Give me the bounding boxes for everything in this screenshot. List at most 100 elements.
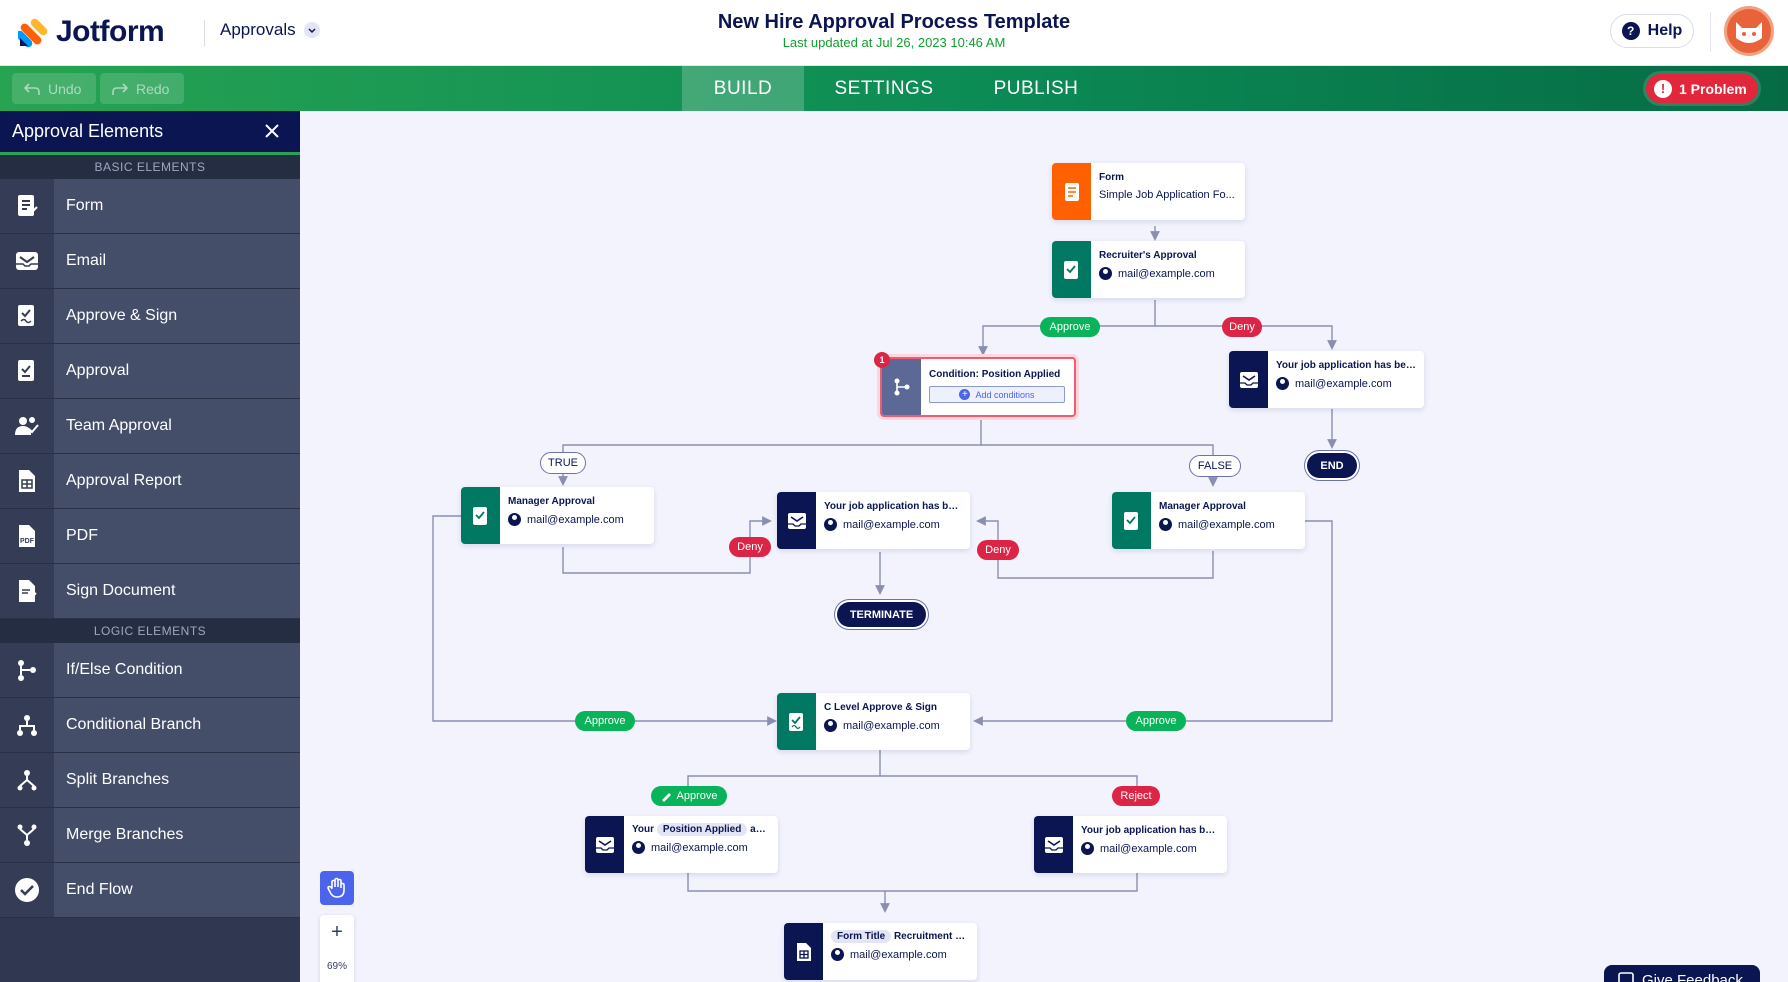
sidebar-item-label: PDF (54, 509, 300, 563)
sidebar-item-conditional-branch[interactable]: Conditional Branch (0, 698, 300, 753)
help-button[interactable]: ? Help (1610, 14, 1694, 48)
assignee: mail@example.com (632, 841, 770, 854)
sidebar-item-merge-branches[interactable]: Merge Branches (0, 808, 300, 863)
reject-label[interactable]: Reject (1112, 786, 1160, 806)
sidebar-item-form[interactable]: Form (0, 179, 300, 234)
approve-label[interactable]: Approve (575, 711, 635, 731)
node-title: Your job application has been... (824, 501, 962, 512)
assignee-email: mail@example.com (651, 841, 748, 854)
user-icon (1081, 842, 1094, 855)
condition-node[interactable]: Condition: Position Applied + Add condit… (880, 357, 1076, 417)
zoom-in-button[interactable]: + (331, 920, 343, 943)
email-icon (585, 816, 624, 873)
true-label[interactable]: TRUE (540, 452, 586, 474)
header-divider (204, 20, 205, 46)
header-divider-right (1710, 12, 1711, 52)
product-switcher[interactable]: Approvals (220, 20, 320, 40)
tab-build[interactable]: BUILD (682, 66, 804, 111)
email-icon (1229, 351, 1268, 408)
reject-email-node[interactable]: Your job application has been... mail@ex… (1034, 816, 1227, 873)
approval-report-icon (0, 454, 54, 508)
sidebar-item-label: If/Else Condition (54, 643, 300, 697)
field-chip: Form Title (831, 930, 892, 943)
form-node[interactable]: Form Simple Job Application Fo... (1052, 163, 1245, 220)
tab-publish[interactable]: PUBLISH (993, 77, 1079, 99)
tab-settings[interactable]: SETTINGS (834, 77, 934, 99)
approve-label[interactable]: Approve (1040, 317, 1100, 337)
redo-icon (112, 82, 128, 95)
node-title: Condition: Position Applied (929, 369, 1061, 380)
manager-approval-left-node[interactable]: Manager Approval mail@example.com (461, 487, 654, 544)
svg-text:PDF: PDF (20, 538, 35, 545)
sidebar-item-label: Approve & Sign (54, 289, 300, 343)
deny-email-node[interactable]: Your job application has been... mail@ex… (1229, 351, 1424, 408)
sidebar-item-email[interactable]: Email (0, 234, 300, 289)
assignee-email: mail@example.com (843, 719, 940, 732)
user-icon (824, 719, 837, 732)
jotform-logo[interactable]: Jotform (18, 12, 165, 52)
close-icon[interactable] (262, 121, 282, 141)
user-avatar[interactable] (1724, 6, 1774, 56)
node-title: Manager Approval (508, 496, 595, 507)
end-marker[interactable]: END (1307, 453, 1357, 478)
sidebar-item-sign-document[interactable]: Sign Document (0, 564, 300, 619)
error-badge: 1 (874, 352, 890, 368)
approve-email-node[interactable]: Your Position Applied app... mail@exampl… (585, 816, 778, 873)
flow-canvas[interactable]: Form Simple Job Application Fo... Recrui… (300, 111, 1788, 982)
pan-tool-button[interactable] (320, 871, 354, 905)
terminate-marker[interactable]: TERMINATE (837, 602, 926, 627)
email-icon (0, 234, 54, 288)
split-branches-icon (0, 753, 54, 807)
c-level-approve-sign-node[interactable]: C Level Approve & Sign mail@example.com (777, 693, 970, 750)
assignee-email: mail@example.com (527, 513, 624, 526)
redo-button[interactable]: Redo (100, 73, 184, 104)
approval-report-node[interactable]: Form Title Recruitment Re... mail@exampl… (784, 923, 977, 980)
approve-sign-label[interactable]: Approve (651, 786, 727, 806)
question-icon: ? (1621, 22, 1640, 40)
problem-label: 1 Problem (1679, 80, 1747, 97)
node-title: Form (1099, 172, 1124, 183)
user-icon (824, 518, 837, 531)
approve-text: Approve (676, 790, 718, 802)
sidebar-item-approval-report[interactable]: Approval Report (0, 454, 300, 509)
form-icon (0, 179, 54, 233)
assignee: mail@example.com (824, 719, 962, 732)
deny-label[interactable]: Deny (729, 537, 771, 557)
manager-approval-right-node[interactable]: Manager Approval mail@example.com (1112, 492, 1305, 549)
sidebar-item-label: Approval Report (54, 454, 300, 508)
sign-document-icon (0, 564, 54, 618)
sidebar-item-pdf[interactable]: PDF PDF (0, 509, 300, 564)
feedback-icon (1618, 972, 1634, 982)
sidebar-item-label: Conditional Branch (54, 698, 300, 752)
sidebar-item-label: Split Branches (54, 753, 300, 807)
approve-label[interactable]: Approve (1126, 711, 1186, 731)
sidebar-item-approve-sign[interactable]: Approve & Sign (0, 289, 300, 344)
problem-badge[interactable]: ! 1 Problem (1646, 74, 1758, 103)
give-feedback-button[interactable]: Give Feedback (1604, 965, 1760, 982)
deny-email-middle-node[interactable]: Your job application has been... mail@ex… (777, 492, 970, 549)
add-conditions-button[interactable]: + Add conditions (929, 386, 1065, 403)
false-label[interactable]: FALSE (1189, 455, 1241, 477)
sidebar-item-approval[interactable]: Approval (0, 344, 300, 399)
assignee-email: mail@example.com (1100, 842, 1197, 855)
chevron-down-icon (303, 22, 320, 38)
sidebar-item-split-branches[interactable]: Split Branches (0, 753, 300, 808)
undo-label: Undo (48, 80, 82, 97)
sidebar-item-end-flow[interactable]: End Flow (0, 863, 300, 918)
node-title: Form Title Recruitment Re... (831, 930, 969, 943)
assignee: mail@example.com (1159, 518, 1297, 531)
sidebar-item-if-else[interactable]: If/Else Condition (0, 643, 300, 698)
conditional-branch-icon (0, 698, 54, 752)
top-header: Jotform Approvals New Hire Approval Proc… (0, 0, 1788, 66)
approve-sign-icon (777, 693, 816, 750)
node-title: C Level Approve & Sign (824, 702, 937, 713)
help-label: Help (1647, 22, 1683, 39)
undo-button[interactable]: Undo (12, 73, 96, 104)
approval-icon (1052, 241, 1091, 298)
recruiter-approval-node[interactable]: Recruiter's Approval mail@example.com (1052, 241, 1245, 298)
add-conditions-label: Add conditions (975, 389, 1035, 400)
deny-label[interactable]: Deny (1222, 317, 1262, 337)
signature-icon (661, 792, 671, 802)
sidebar-item-team-approval[interactable]: Team Approval (0, 399, 300, 454)
deny-label[interactable]: Deny (977, 540, 1019, 560)
